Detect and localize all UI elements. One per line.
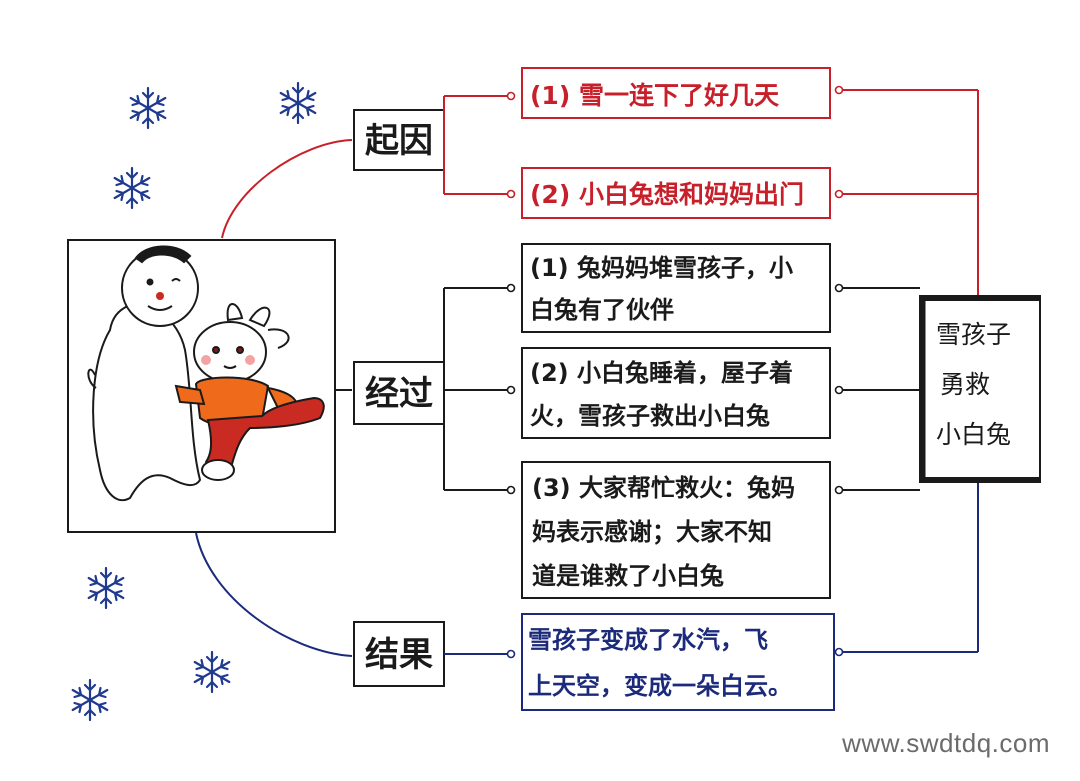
summary-line-1: 雪孩子	[936, 320, 1011, 349]
process-item-1-line-2: 白兔有了伙伴	[530, 296, 674, 324]
rabbit-illustration	[174, 303, 325, 481]
cause-item-2-text: (2) 小白兔想和妈妈出门	[530, 180, 804, 209]
cause-item-2: (2) 小白兔想和妈妈出门	[521, 167, 831, 219]
section-process: 经过	[353, 361, 445, 425]
snowflake-icon	[71, 678, 109, 722]
snowflake-icon	[279, 81, 317, 125]
process-item-3-line-3: 道是谁救了小白兔	[532, 562, 724, 590]
section-result-label: 结果	[365, 635, 433, 675]
process-item-1: (1) 兔妈妈堆雪孩子，小 白兔有了伙伴	[521, 243, 831, 333]
result-line-1: 雪孩子变成了水汽，飞	[528, 626, 768, 654]
summary-line-2: 勇救	[940, 370, 990, 399]
snowflake-icon	[87, 566, 125, 610]
illustration-frame	[67, 239, 336, 533]
summary-box: 雪孩子 勇救 小白兔	[919, 295, 1041, 483]
result-branches	[444, 482, 979, 655]
snowman-illustration	[87, 245, 202, 502]
result-line-2: 上天空，变成一朵白云。	[528, 672, 792, 700]
snowflake-icon	[129, 86, 167, 130]
process-item-3: (3) 大家帮忙救火：兔妈 妈表示感谢；大家不知 道是谁救了小白兔	[521, 461, 831, 599]
section-process-label: 经过	[365, 374, 433, 414]
snowflake-icon	[193, 650, 231, 694]
process-branches	[443, 287, 920, 491]
cause-branches	[443, 89, 979, 296]
cause-item-1: (1) 雪一连下了好几天	[521, 67, 831, 119]
process-item-2-line-2: 火，雪孩子救出小白兔	[530, 402, 770, 430]
connector-result	[195, 532, 353, 657]
result-item: 雪孩子变成了水汽，飞 上天空，变成一朵白云。	[521, 613, 835, 711]
snowflake-icon	[113, 166, 151, 210]
process-item-3-line-1: (3) 大家帮忙救火：兔妈	[532, 474, 795, 502]
process-item-1-line-1: (1) 兔妈妈堆雪孩子，小	[530, 254, 793, 282]
connector-cause	[221, 139, 353, 239]
section-cause-label: 起因	[365, 121, 433, 161]
section-result: 结果	[353, 621, 445, 687]
cause-item-1-text: (1) 雪一连下了好几天	[530, 81, 779, 110]
section-cause: 起因	[353, 109, 445, 171]
summary-line-3: 小白兔	[936, 420, 1011, 449]
process-item-2: (2) 小白兔睡着，屋子着 火，雪孩子救出小白兔	[521, 347, 831, 439]
process-item-2-line-1: (2) 小白兔睡着，屋子着	[530, 359, 793, 387]
process-item-3-line-2: 妈表示感谢；大家不知	[532, 518, 772, 546]
watermark: www.swdtdq.com	[842, 728, 1050, 758]
